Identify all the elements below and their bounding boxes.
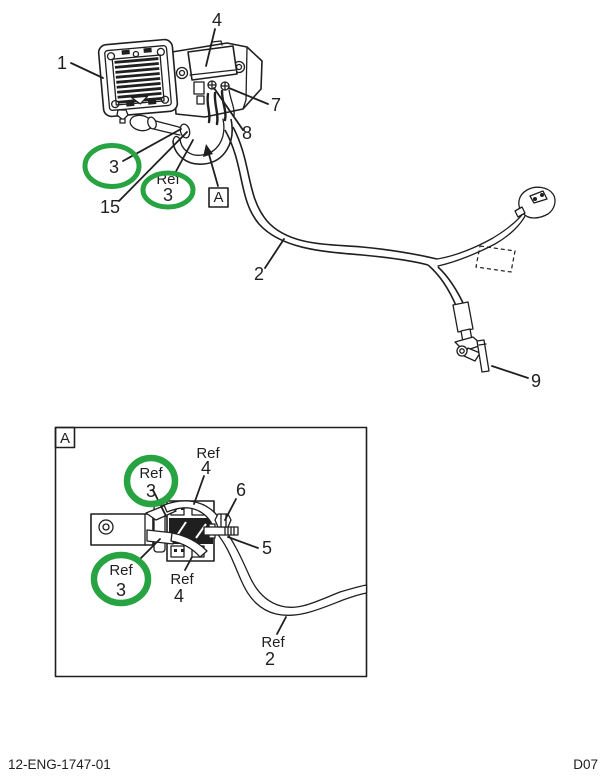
connector-end-illustration bbox=[514, 186, 556, 219]
callout-15-label: 15 bbox=[100, 197, 120, 217]
ref-4-upper-leader bbox=[193, 475, 205, 505]
ref-3-highlight-ring bbox=[123, 454, 179, 508]
ref-3-upper-number: 3 bbox=[146, 481, 156, 501]
callout-4-leader bbox=[205, 28, 216, 67]
callout-3-leader bbox=[122, 128, 182, 162]
callout-8-label: 8 bbox=[242, 123, 252, 143]
ref-3-highlight-ring bbox=[90, 551, 152, 607]
detail-a-callout: A bbox=[203, 144, 229, 208]
inset-detail-view: A bbox=[54, 426, 368, 678]
elbow-fitting-illustration bbox=[116, 109, 157, 132]
ref-4-upper-prefix: Ref bbox=[196, 445, 220, 462]
ref-3-number: 3 bbox=[163, 185, 173, 205]
callout-7-leader bbox=[228, 87, 269, 105]
callout-9-leader bbox=[491, 365, 529, 379]
lower-wire-illustration bbox=[170, 532, 208, 558]
callout-5-leader bbox=[227, 536, 259, 549]
detail-a-corner-marker-label: A bbox=[60, 430, 70, 447]
inset-ref-3-upper-highlighted: Ref 3 bbox=[123, 454, 179, 517]
callout-3-label: 3 bbox=[109, 157, 119, 177]
harness-cable-illustration bbox=[224, 126, 529, 309]
callout-1-leader bbox=[70, 62, 104, 79]
main-view: 1 4 7 8 3 15 Ref 3 bbox=[57, 10, 556, 391]
ref-3-lower-prefix: Ref bbox=[109, 562, 133, 579]
callout-3-highlighted: 3 bbox=[82, 128, 182, 189]
ref-4-upper-number: 4 bbox=[201, 458, 211, 478]
ref-4-lower-prefix: Ref bbox=[170, 571, 194, 588]
ref-3-leader bbox=[173, 139, 194, 176]
callout-1: 1 bbox=[57, 53, 104, 79]
inset-ref-3-lower-highlighted: Ref 3 bbox=[90, 538, 161, 607]
callout-ref-3-highlighted: Ref 3 bbox=[140, 139, 196, 210]
ground-terminal-illustration bbox=[452, 301, 490, 373]
callout-6-leader bbox=[224, 498, 237, 521]
detail-a-marker-label: A bbox=[213, 189, 223, 206]
plug-illustration bbox=[90, 504, 177, 553]
callout-4-label: 4 bbox=[212, 10, 222, 30]
screw-icon bbox=[207, 80, 217, 90]
callout-4: 4 bbox=[205, 10, 222, 67]
inset-callout-6: 6 bbox=[224, 480, 246, 521]
callout-15-leader bbox=[118, 131, 188, 202]
ref-3-highlight-ring bbox=[140, 170, 196, 210]
lower-terminal-illustration bbox=[146, 529, 175, 545]
detail-a-corner-marker-box bbox=[54, 426, 76, 449]
ref-2-leader bbox=[276, 616, 287, 635]
inset-ref-4-upper: Ref 4 bbox=[193, 445, 221, 505]
heater-element-illustration bbox=[97, 38, 179, 118]
detail-a-arrowhead bbox=[203, 144, 213, 157]
page-code: D07 bbox=[573, 757, 598, 772]
inset-ref-2: Ref 2 bbox=[261, 616, 287, 669]
ref-3-highlight-ring bbox=[82, 143, 142, 189]
callout-9: 9 bbox=[491, 365, 541, 391]
callout-15: 15 bbox=[100, 131, 188, 217]
callout-6-label: 6 bbox=[236, 480, 246, 500]
harness-tag-outline bbox=[475, 245, 516, 273]
callout-7: 7 bbox=[228, 87, 281, 115]
callout-5-label: 5 bbox=[262, 538, 272, 558]
callout-2-label: 2 bbox=[254, 264, 264, 284]
document-number: 12-ENG-1747-01 bbox=[8, 757, 111, 772]
callout-2-leader bbox=[264, 238, 285, 269]
nut-illustration bbox=[214, 513, 232, 528]
mounting-bracket-illustration bbox=[171, 40, 263, 126]
ref-3-upper-prefix: Ref bbox=[139, 465, 163, 482]
callout-7-label: 7 bbox=[271, 95, 281, 115]
ref-2-number: 2 bbox=[265, 649, 275, 669]
screw-icon bbox=[220, 81, 230, 91]
inset-ref-4-lower: Ref 4 bbox=[170, 556, 195, 606]
footer: 12-ENG-1747-01 D07 bbox=[8, 757, 598, 772]
detail-a-marker-box bbox=[208, 187, 229, 208]
callout-2: 2 bbox=[254, 238, 285, 284]
callout-9-label: 9 bbox=[531, 371, 541, 391]
callout-8: 8 bbox=[213, 87, 252, 143]
detail-a-arrow-line bbox=[207, 150, 219, 187]
ref-4-lower-leader bbox=[184, 556, 193, 571]
inset-cable-illustration bbox=[214, 526, 368, 616]
detail-a-box bbox=[54, 426, 368, 678]
callout-1-label: 1 bbox=[57, 53, 67, 73]
inset-callout-5: 5 bbox=[227, 536, 272, 558]
ref-3-lower-leader bbox=[138, 538, 161, 561]
ref-3-lower-number: 3 bbox=[116, 580, 126, 600]
ref-4-lower-number: 4 bbox=[174, 586, 184, 606]
callout-8-leader bbox=[213, 87, 244, 131]
ref-2-prefix: Ref bbox=[261, 634, 285, 651]
